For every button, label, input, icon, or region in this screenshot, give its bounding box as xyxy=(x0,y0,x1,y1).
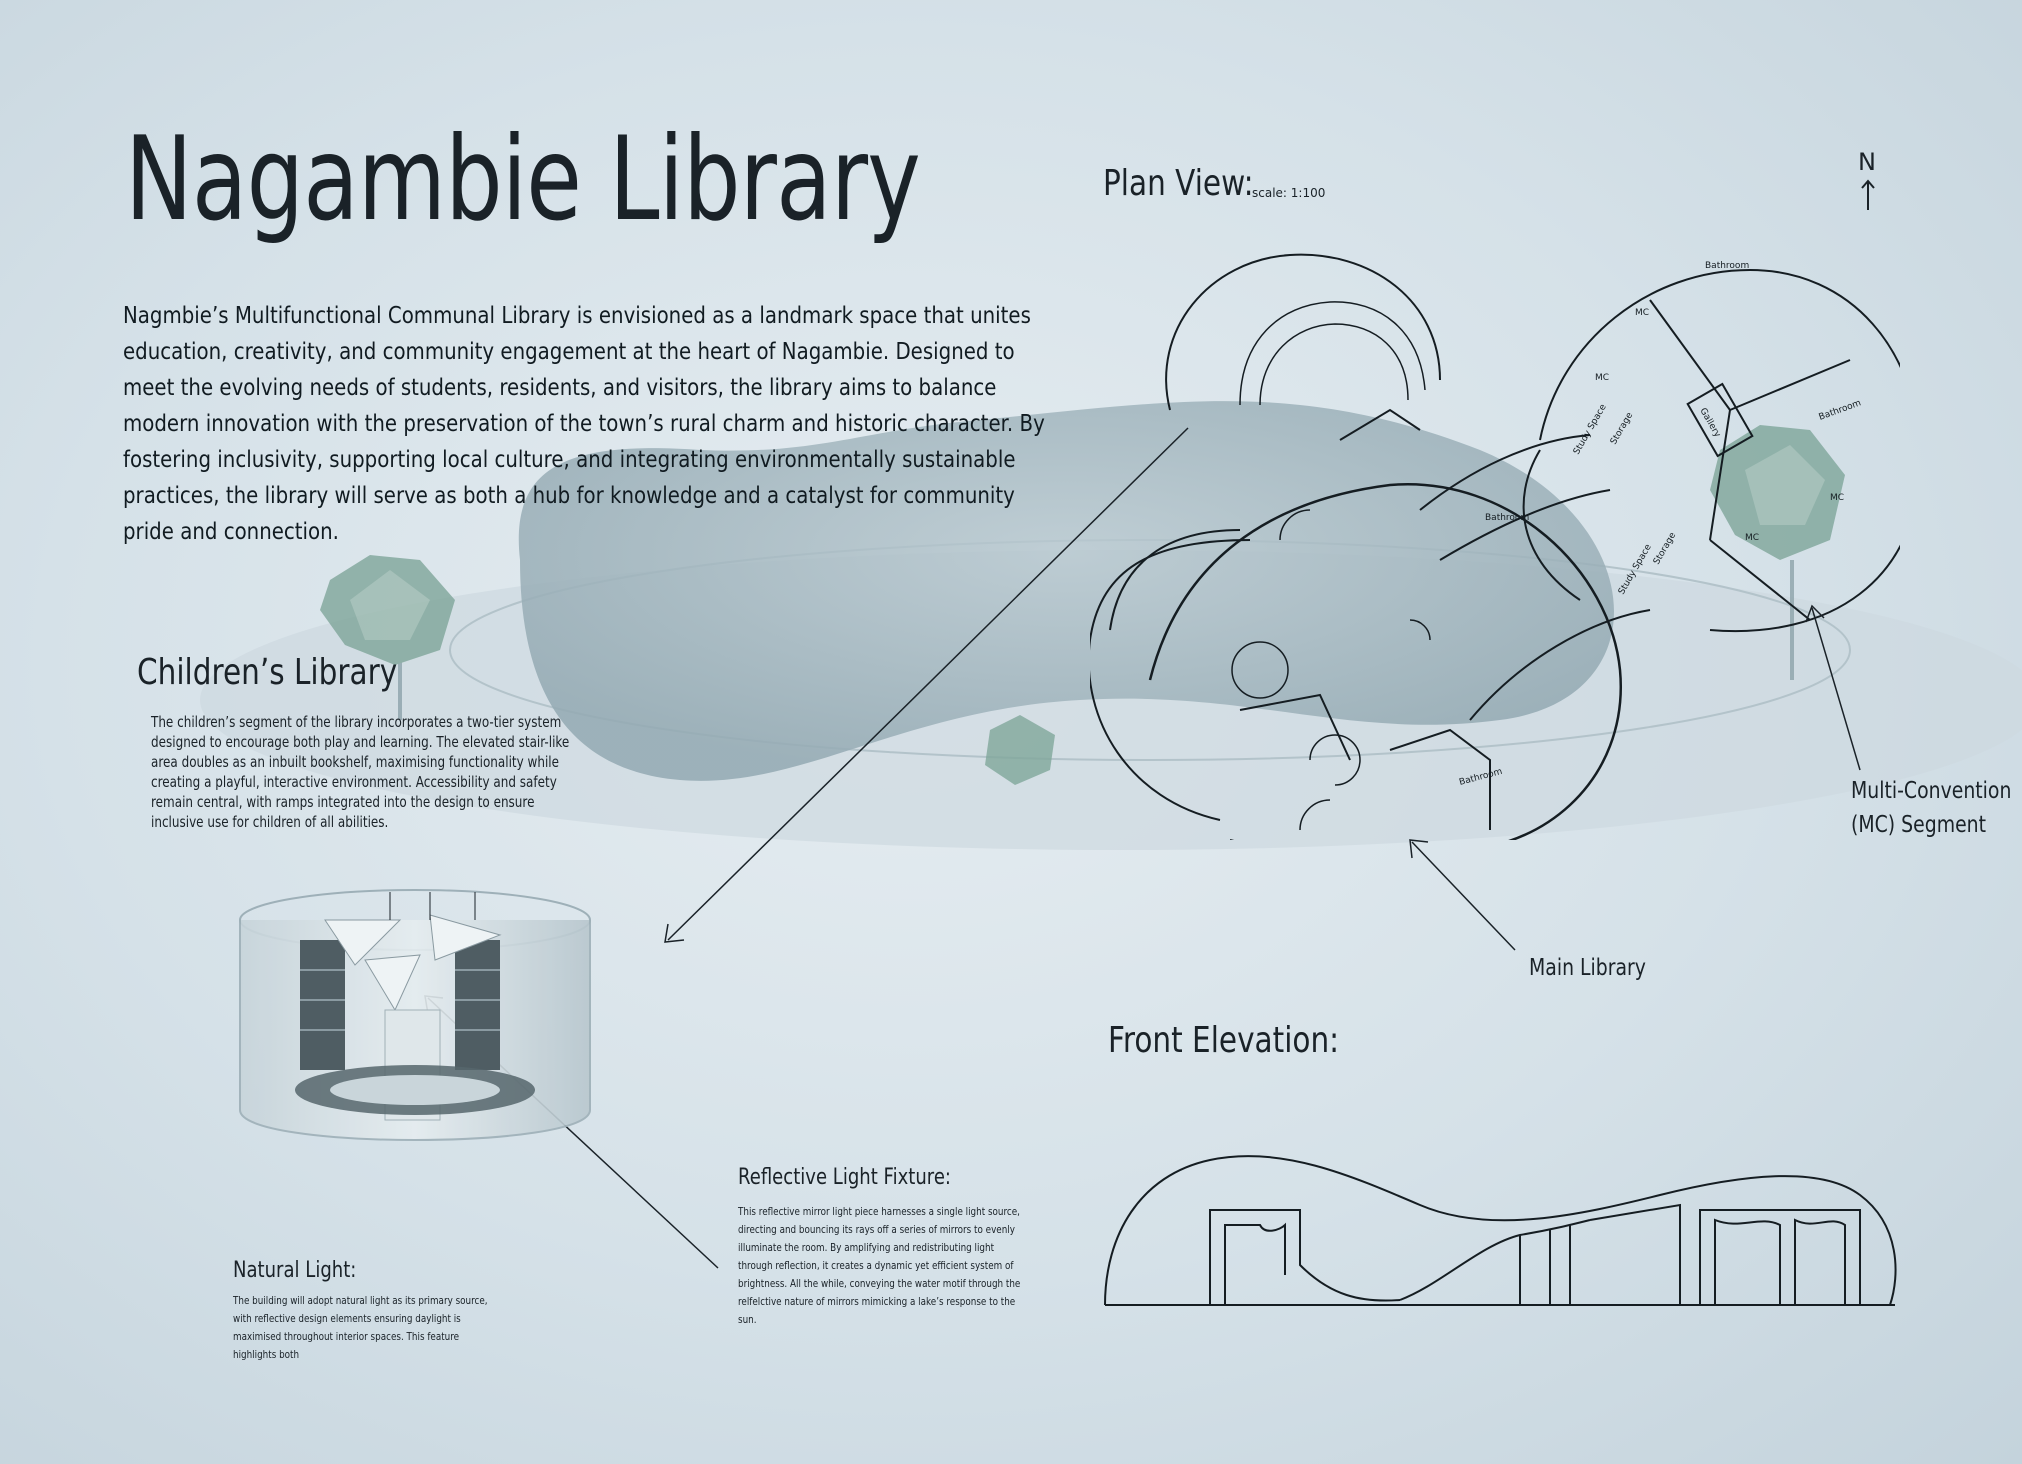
natural-light-heading: Natural Light: xyxy=(233,1258,357,1283)
room-storage-2: Storage xyxy=(1652,531,1678,567)
natural-light-text: The building will adopt natural light as… xyxy=(233,1294,488,1361)
room-storage-1: Storage xyxy=(1609,411,1635,447)
room-bathroom-right: Bathroom xyxy=(1818,398,1863,423)
childrens-library-heading: Children’s Library xyxy=(137,652,398,693)
plan-view-drawing: Bathroom Bathroom Bathroom Bathroom MC M… xyxy=(1090,253,1900,840)
front-elevation-drawing xyxy=(1104,1155,1897,1306)
room-gallery: Gallery xyxy=(1697,407,1722,440)
room-study-1: Study Space xyxy=(1572,402,1609,456)
childrens-library-render xyxy=(239,889,591,1141)
room-mc-2: MC xyxy=(1595,373,1609,383)
reflective-light-text: This reflective mirror light piece harne… xyxy=(738,1205,1021,1326)
intro-paragraph: Nagmbie’s Multifunctional Communal Libra… xyxy=(123,303,1045,545)
north-arrow-icon xyxy=(1861,179,1875,210)
childrens-library-text: The children’s segment of the library in… xyxy=(151,713,570,831)
plan-scale: scale: 1:100 xyxy=(1252,186,1326,200)
room-bathroom-main: Bathroom xyxy=(1485,513,1529,523)
tree-left xyxy=(320,555,455,720)
mc-segment-label-line2: (MC) Segment xyxy=(1851,812,1987,838)
room-study-2: Study Space xyxy=(1617,542,1654,596)
north-label: N xyxy=(1858,148,1876,176)
reflective-light-heading: Reflective Light Fixture: xyxy=(738,1165,952,1190)
room-mc-4: MC xyxy=(1745,533,1759,543)
room-mc-1: MC xyxy=(1635,308,1649,318)
main-library-label: Main Library xyxy=(1529,955,1646,981)
tree-right xyxy=(1710,425,1845,680)
room-bathroom-lower: Bathroom xyxy=(1458,767,1503,788)
page-title: Nagambie Library xyxy=(125,112,921,247)
front-elevation-heading: Front Elevation: xyxy=(1108,1020,1340,1061)
plan-view-heading: Plan View: xyxy=(1103,163,1254,204)
room-bathroom-top: Bathroom xyxy=(1705,261,1749,271)
mc-segment-label-line1: Multi-Convention xyxy=(1851,778,2012,804)
room-mc-3: MC xyxy=(1830,493,1844,503)
